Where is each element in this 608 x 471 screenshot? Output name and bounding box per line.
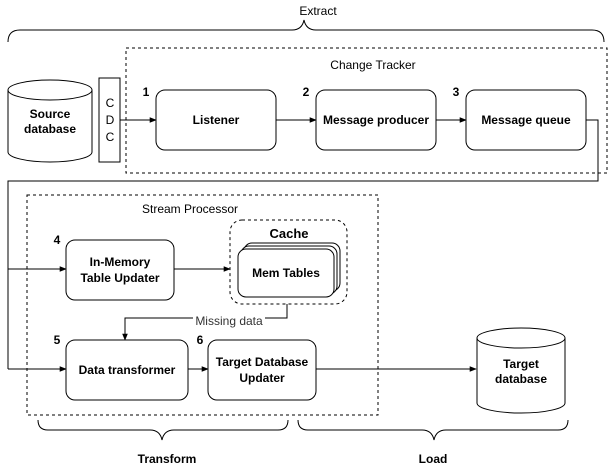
cdc-box: C D C — [98, 77, 121, 163]
target-db-line1: Target — [503, 357, 539, 371]
queue-connector — [7, 119, 599, 369]
step-1: 1 — [143, 85, 150, 99]
target-database: Target database — [476, 327, 566, 414]
stream-processor-label: Stream Processor — [142, 202, 238, 216]
missing-data-bg — [193, 314, 265, 326]
in-memory-line2: Table Updater — [80, 271, 159, 285]
transform-brace: Transform — [37, 419, 289, 466]
step-3: 3 — [453, 85, 460, 99]
target-updater-line2: Updater — [239, 371, 285, 385]
step-2: 2 — [303, 85, 310, 99]
transform-label: Transform — [138, 452, 197, 466]
source-db-line1: Source — [30, 107, 71, 121]
target-updater-line1: Target Database — [216, 355, 309, 369]
target-updater-node: Target Database Updater — [207, 339, 317, 401]
in-memory-line1: In-Memory — [90, 255, 151, 269]
data-transformer-label: Data transformer — [79, 363, 176, 377]
message-queue-label: Message queue — [481, 113, 571, 127]
source-database: Source database — [7, 79, 93, 163]
message-producer-label: Message producer — [323, 113, 429, 127]
step-6: 6 — [197, 333, 204, 347]
step-5: 5 — [54, 333, 61, 347]
source-db-line2: database — [24, 122, 76, 136]
cdc-letter-3: C — [106, 130, 115, 144]
listener-node: Listener — [155, 89, 277, 151]
step-4: 4 — [54, 233, 61, 247]
load-brace: Load — [297, 419, 569, 466]
listener-label: Listener — [193, 113, 240, 127]
missing-data-label: Missing data — [195, 314, 263, 328]
mem-tables-label: Mem Tables — [252, 266, 320, 280]
message-producer-node: Message producer — [315, 89, 437, 151]
cache-group: Cache Mem Tables — [229, 219, 348, 305]
data-transformer-node: Data transformer — [65, 339, 189, 401]
load-label: Load — [419, 452, 448, 466]
cache-label: Cache — [269, 226, 308, 241]
change-tracker-group: Change Tracker — [125, 47, 608, 174]
cdc-letter-2: D — [106, 113, 115, 127]
stream-processor-group: Stream Processor — [26, 194, 379, 416]
cdc-letter-1: C — [106, 96, 115, 110]
extract-brace: Extract — [7, 4, 605, 43]
change-tracker-label: Change Tracker — [330, 58, 415, 72]
extract-label: Extract — [299, 4, 337, 18]
mem-tables-node — [237, 248, 335, 298]
message-queue-node: Message queue — [465, 89, 587, 151]
in-memory-updater-node: In-Memory Table Updater — [65, 239, 175, 301]
target-db-line2: database — [495, 372, 547, 386]
